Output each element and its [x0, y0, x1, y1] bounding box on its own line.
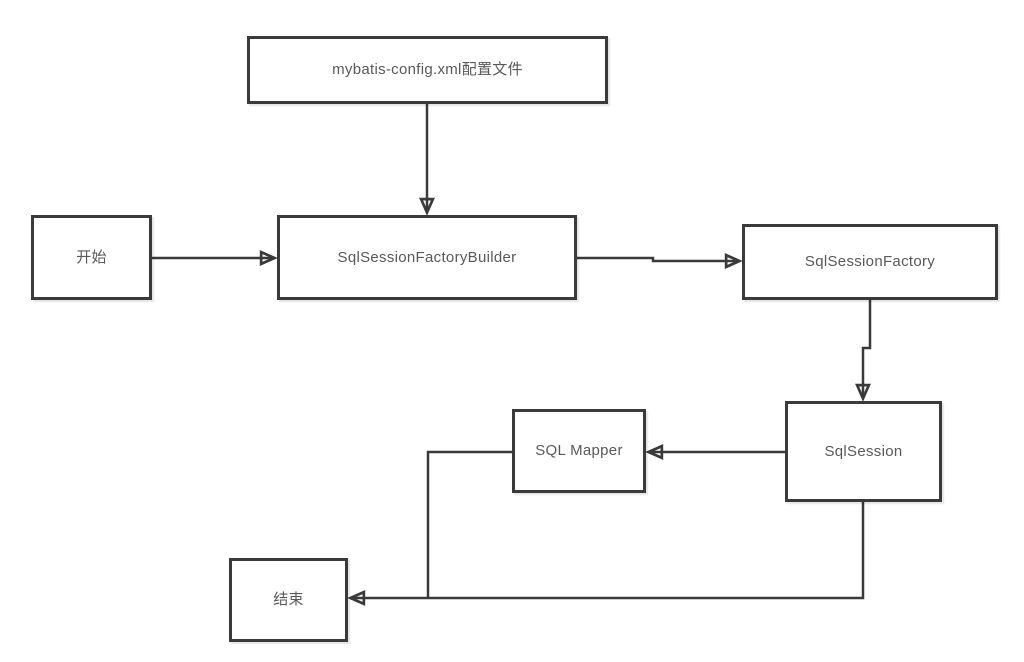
node-end-label: 结束 — [273, 591, 304, 609]
node-sql-mapper: SQL Mapper — [512, 409, 646, 493]
arrow-builder-to-factory — [577, 253, 743, 269]
node-sqlsessionfactorybuilder: SqlSessionFactoryBuilder — [277, 215, 577, 300]
node-sqlsessionfactorybuilder-label: SqlSessionFactoryBuilder — [337, 248, 517, 266]
node-sqlsession: SqlSession — [785, 401, 942, 502]
node-sqlsessionfactory: SqlSessionFactory — [742, 224, 998, 300]
node-sqlsessionfactory-label: SqlSessionFactory — [804, 253, 936, 271]
arrow-factory-to-session — [855, 300, 872, 402]
node-start-label: 开始 — [76, 248, 107, 266]
node-start: 开始 — [31, 215, 152, 300]
node-mybatis-config-label: mybatis-config.xml配置文件 — [332, 61, 523, 79]
line-mapper-to-end-junction — [426, 450, 512, 598]
node-sql-mapper-label: SQL Mapper — [535, 442, 623, 460]
node-end: 结束 — [229, 558, 348, 642]
arrow-session-to-end — [347, 502, 865, 606]
node-mybatis-config: mybatis-config.xml配置文件 — [247, 36, 608, 104]
node-sqlsession-label: SqlSession — [824, 442, 903, 460]
